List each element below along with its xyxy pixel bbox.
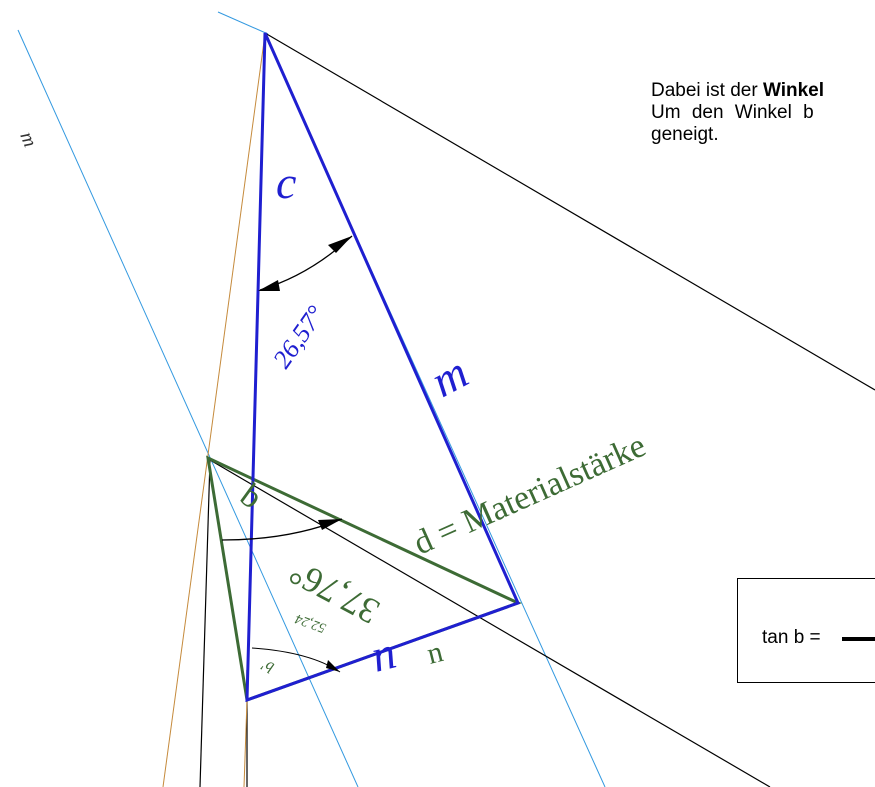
label-angle-top: 26,57° <box>267 300 330 373</box>
light-blue-line-left <box>17 29 359 787</box>
explanation-line-3: geneigt. <box>651 124 719 145</box>
black-line-vertical-left <box>199 459 211 787</box>
light-blue-line-top <box>217 11 269 35</box>
label-b-prime: b' <box>259 656 277 676</box>
angle-arrow-small <box>326 660 340 672</box>
orange-line-left <box>162 33 266 787</box>
blue-triangle <box>245 32 521 703</box>
explanation-line-2: Um den Winkel b <box>651 102 814 123</box>
angle-arrow-top-right <box>328 236 352 253</box>
label-m-side: m <box>423 346 476 407</box>
label-angle-small: 52,24 <box>293 610 328 635</box>
formula-label: tan b = <box>762 627 821 648</box>
label-b: b <box>233 477 269 517</box>
black-line-lower-right <box>209 459 771 787</box>
label-material: d = Materialstärke <box>408 427 651 562</box>
angle-arrow-mid <box>318 519 342 530</box>
orange-line-mid <box>243 699 248 787</box>
explanation-line-1-prefix: Dabei ist der <box>651 80 763 101</box>
black-line-top-right <box>264 32 875 391</box>
fraction-bar <box>842 637 875 641</box>
explanation-line-1-bold: Winkel <box>762 80 825 101</box>
label-n-side: n <box>366 627 401 682</box>
label-m-margin: m <box>15 129 41 151</box>
explanation-text: Dabei ist der Winkel Um den Winkel b gen… <box>651 80 875 146</box>
formula-box: tan b = <box>737 578 875 683</box>
angle-arrow-top-left <box>258 280 280 291</box>
label-c: c <box>276 157 296 208</box>
explanation-line-1: Dabei ist der Winkel <box>651 80 875 102</box>
label-n-small: n <box>424 635 447 671</box>
